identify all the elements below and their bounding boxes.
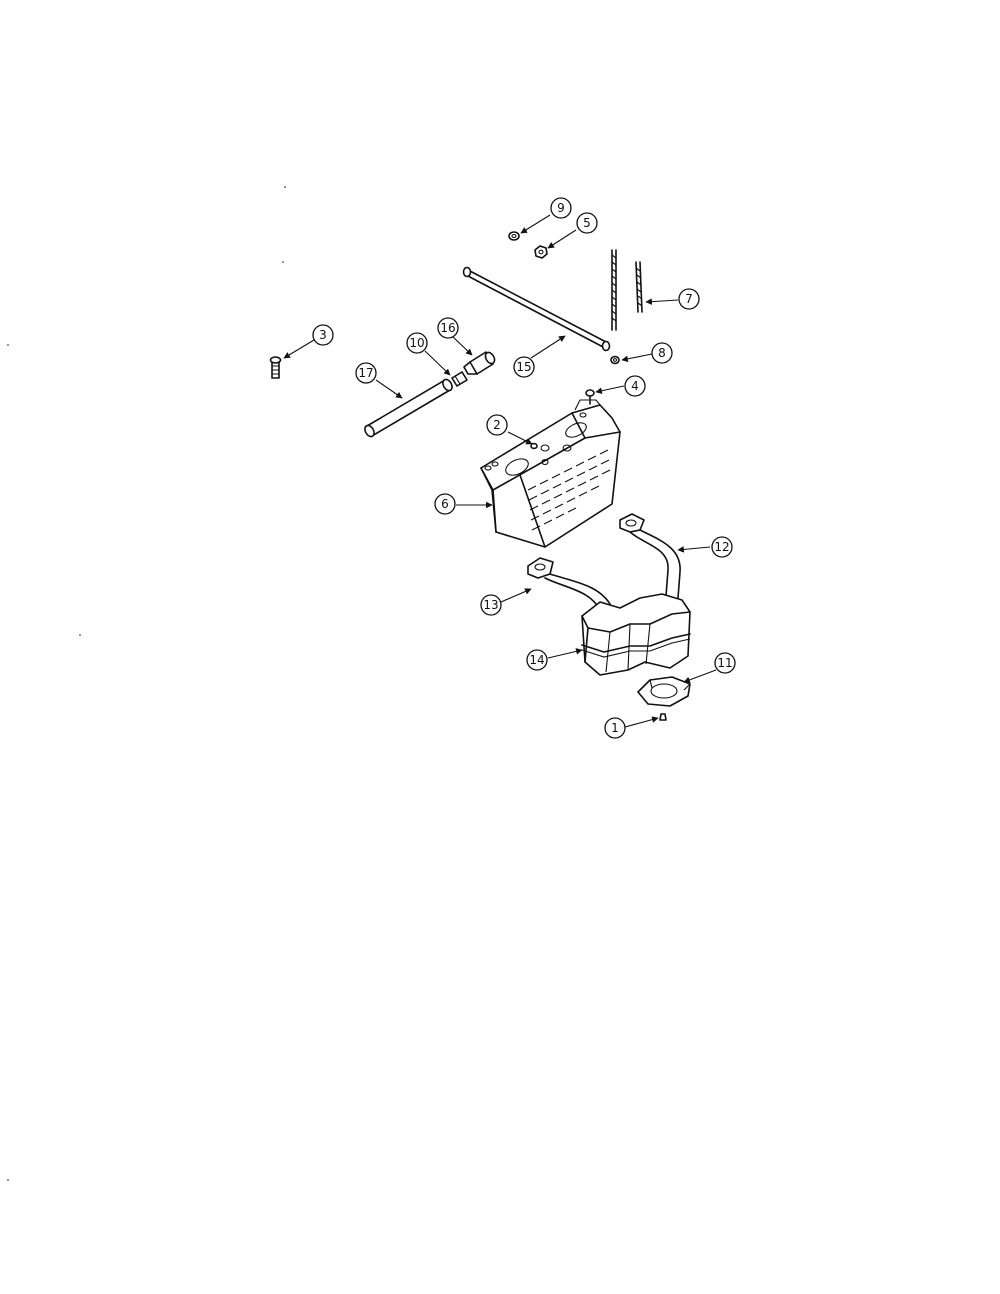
scan-specks [7,186,286,1181]
shield-vent-slots [527,449,611,531]
callout-2-label: 2 [493,418,501,432]
callout-4-label: 4 [631,379,639,393]
part-2-screws [530,442,538,450]
part-12-exhaust-pipe [619,513,681,599]
part-9-washer [508,231,520,241]
part-7-studs [611,249,643,331]
callout-6-label: 6 [441,497,449,511]
part-16-fitting [463,351,496,375]
callout-3: 3 [312,324,334,346]
callout-11: 11 [714,652,736,674]
callout-1: 1 [604,717,626,739]
callout-12-label: 12 [714,540,729,554]
callout-7-label: 7 [685,292,693,306]
callout-9: 9 [550,197,572,219]
part-6-heat-shield [480,399,621,548]
callout-16-label: 16 [440,321,455,335]
callout-5: 5 [576,212,598,234]
part-4-screw [585,389,595,405]
callout-4: 4 [624,375,646,397]
part-14-muffler [581,593,691,676]
callout-5-label: 5 [583,216,591,230]
callout-15: 15 [513,356,535,378]
callout-11-label: 11 [717,656,732,670]
callout-3-label: 3 [319,328,327,342]
callout-6: 6 [434,493,456,515]
callout-1-label: 1 [611,721,619,735]
part-8-nut [610,355,620,365]
callout-7: 7 [678,288,700,310]
callout-15-label: 15 [516,360,531,374]
callout-10: 10 [406,332,428,354]
part-10-clamp [451,371,468,387]
callout-13: 13 [480,594,502,616]
callout-14-label: 14 [529,653,544,667]
callout-8-label: 8 [658,346,666,360]
callout-17-label: 17 [358,366,373,380]
part-11-deflector [637,676,691,707]
callout-10-label: 10 [409,336,424,350]
part-1-screw [659,713,667,721]
part-3-bolt [269,356,282,379]
callout-16: 16 [437,317,459,339]
part-17-tube [364,378,453,438]
callout-8: 8 [651,342,673,364]
part-5-nut [534,245,548,259]
callout-17: 17 [355,362,377,384]
leader-lines [283,214,717,728]
callout-9-label: 9 [557,201,565,215]
callout-13-label: 13 [483,598,498,612]
callout-14: 14 [526,649,548,671]
part-15-rod [462,266,611,352]
callout-2: 2 [486,414,508,436]
callout-12: 12 [711,536,733,558]
